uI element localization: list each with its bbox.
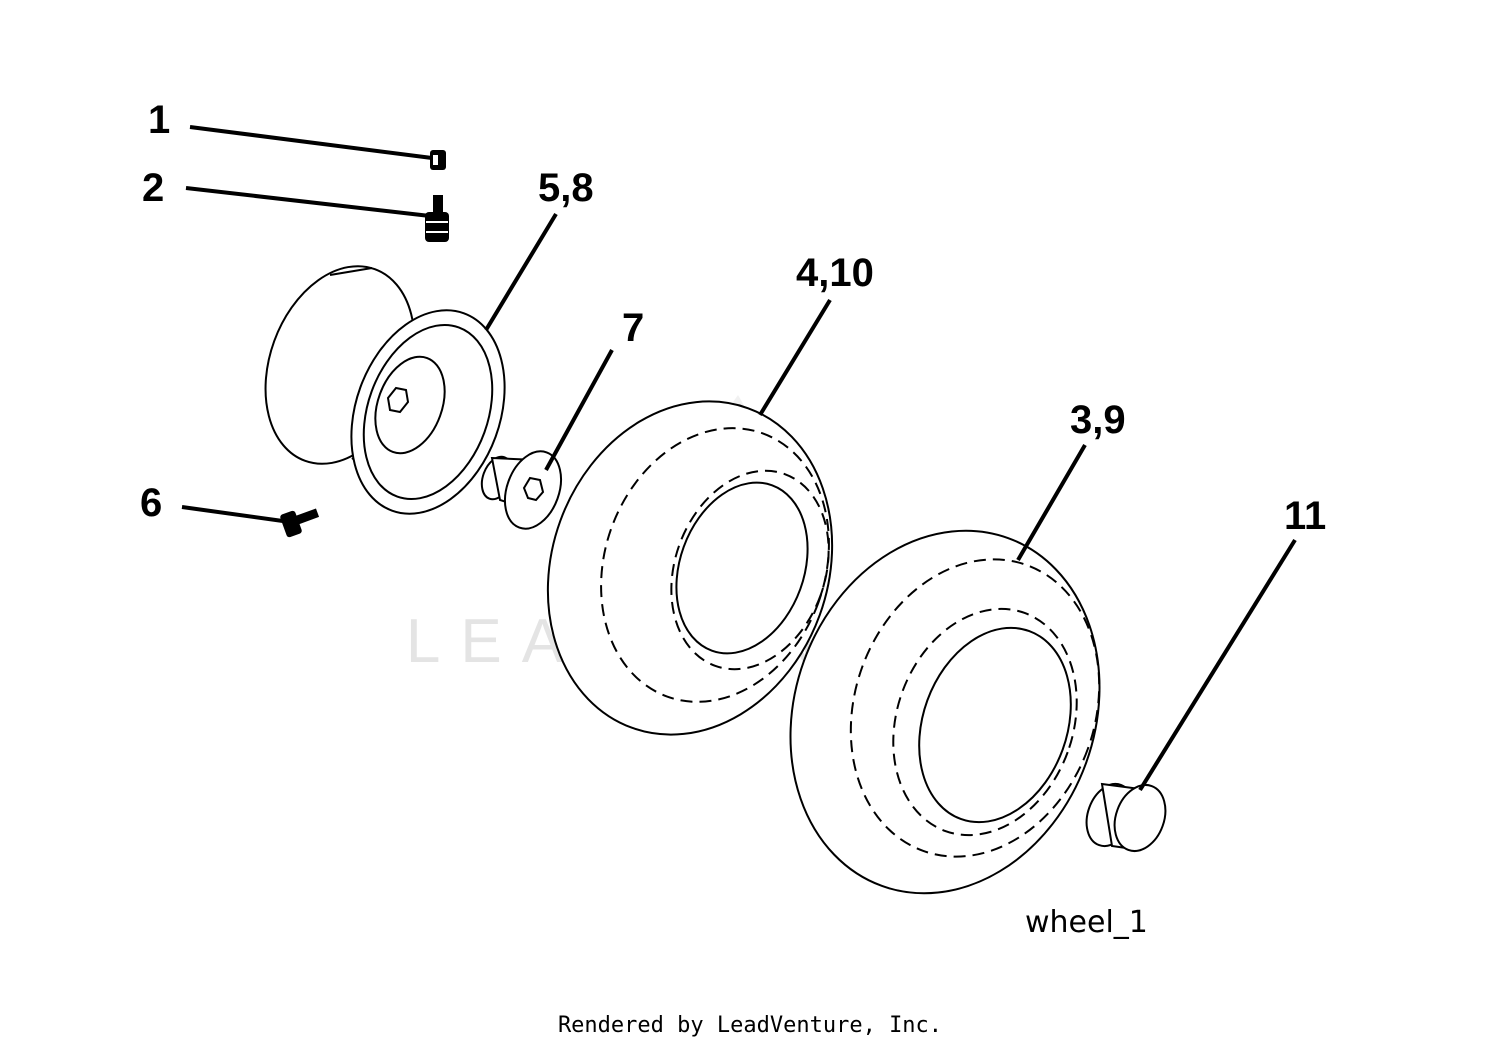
callout-labels: 1 2 5,8 6 7 4,10 3,9 11 <box>140 98 1326 538</box>
footer-credit: Rendered by LeadVenture, Inc. <box>558 1013 942 1038</box>
callout-4-10: 4,10 <box>796 251 874 295</box>
part-tire-rear <box>789 529 1101 895</box>
part-hub-cap <box>1085 782 1167 852</box>
leader-4-10 <box>758 298 832 417</box>
leader-5-8 <box>484 212 558 332</box>
callout-2: 2 <box>142 166 164 210</box>
callout-1: 1 <box>148 98 170 142</box>
leader-3-9 <box>1016 443 1087 562</box>
leader-2 <box>185 186 431 218</box>
leader-1 <box>189 125 433 160</box>
leader-11 <box>1138 538 1297 792</box>
leader-7 <box>544 349 614 471</box>
callout-3-9: 3,9 <box>1070 398 1126 442</box>
callout-6: 6 <box>140 481 162 525</box>
part-lug-bolt <box>280 508 320 538</box>
callout-7: 7 <box>622 306 644 350</box>
diagram-caption: wheel_1 <box>1025 905 1148 940</box>
part-bushing <box>480 450 563 530</box>
part-valve-cap <box>430 150 446 170</box>
part-rim <box>264 265 506 515</box>
part-valve-stem <box>425 195 449 242</box>
callout-11: 11 <box>1284 494 1326 538</box>
part-tire-front <box>546 400 834 736</box>
leader-lines <box>181 125 1297 792</box>
leader-6 <box>181 505 291 524</box>
callout-5-8: 5,8 <box>538 166 594 210</box>
